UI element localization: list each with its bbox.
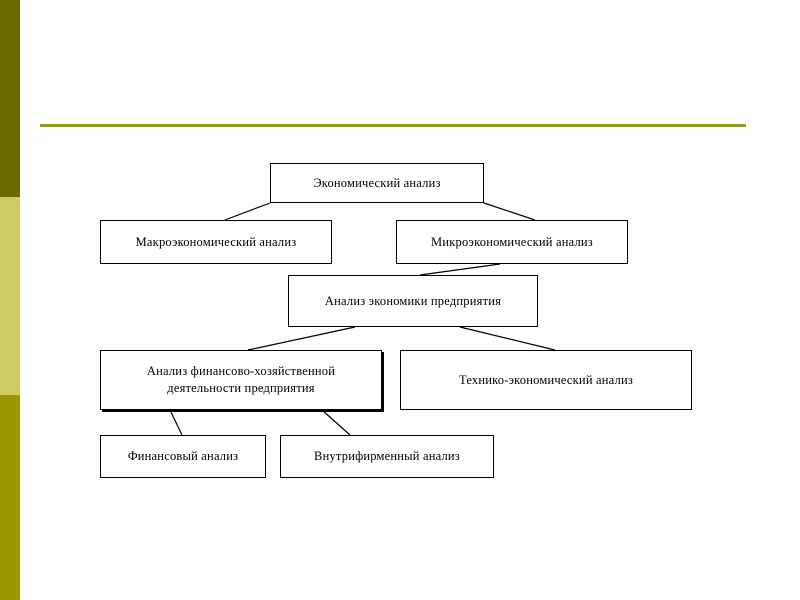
sidebar-band-dark-olive	[0, 0, 20, 197]
node-microeconomic-analysis[interactable]: Микроэкономический анализ	[396, 220, 628, 264]
title-divider-rule	[40, 124, 746, 127]
edge-fhd-to-financial	[169, 409, 183, 436]
edge-fhd-to-intrafirm	[321, 409, 351, 436]
edge-enterprise-to-techecon	[459, 326, 556, 351]
edge-econ-to-micro	[483, 202, 536, 221]
node-label: Макроэкономический анализ	[135, 234, 297, 249]
sidebar-band-light-olive	[0, 197, 20, 395]
node-label: Финансовый анализ	[127, 449, 239, 464]
node-financial-economic-activity-analysis[interactable]: Анализ финансово-хозяйственной деятельно…	[100, 350, 382, 410]
node-technical-economic-analysis[interactable]: Технико-экономический анализ	[400, 350, 692, 410]
edge-enterprise-to-fhd	[247, 326, 356, 351]
edge-econ-to-macro	[224, 202, 271, 221]
node-label: Внутрифирменный анализ	[314, 449, 460, 464]
node-macroeconomic-analysis[interactable]: Макроэкономический анализ	[100, 220, 332, 264]
node-label-multiline: Анализ финансово-хозяйственной деятельно…	[147, 363, 335, 397]
edge-micro-to-enterprise	[419, 263, 501, 276]
node-intrafirm-analysis[interactable]: Внутрифирменный анализ	[280, 435, 494, 478]
node-economic-analysis[interactable]: Экономический анализ	[270, 163, 484, 203]
sidebar-decoration	[0, 0, 20, 600]
node-financial-analysis[interactable]: Финансовый анализ	[100, 435, 266, 478]
node-label: Технико-экономический анализ	[458, 372, 633, 387]
node-label: Экономический анализ	[313, 175, 441, 190]
sidebar-band-mid-olive	[0, 395, 20, 600]
node-label-line1: Анализ финансово-хозяйственной	[146, 364, 336, 379]
node-enterprise-economy-analysis[interactable]: Анализ экономики предприятия	[288, 275, 538, 327]
node-label: Микроэкономический анализ	[431, 234, 593, 249]
node-label-line2: деятельности предприятия	[167, 381, 315, 395]
node-label: Анализ экономики предприятия	[324, 293, 502, 308]
